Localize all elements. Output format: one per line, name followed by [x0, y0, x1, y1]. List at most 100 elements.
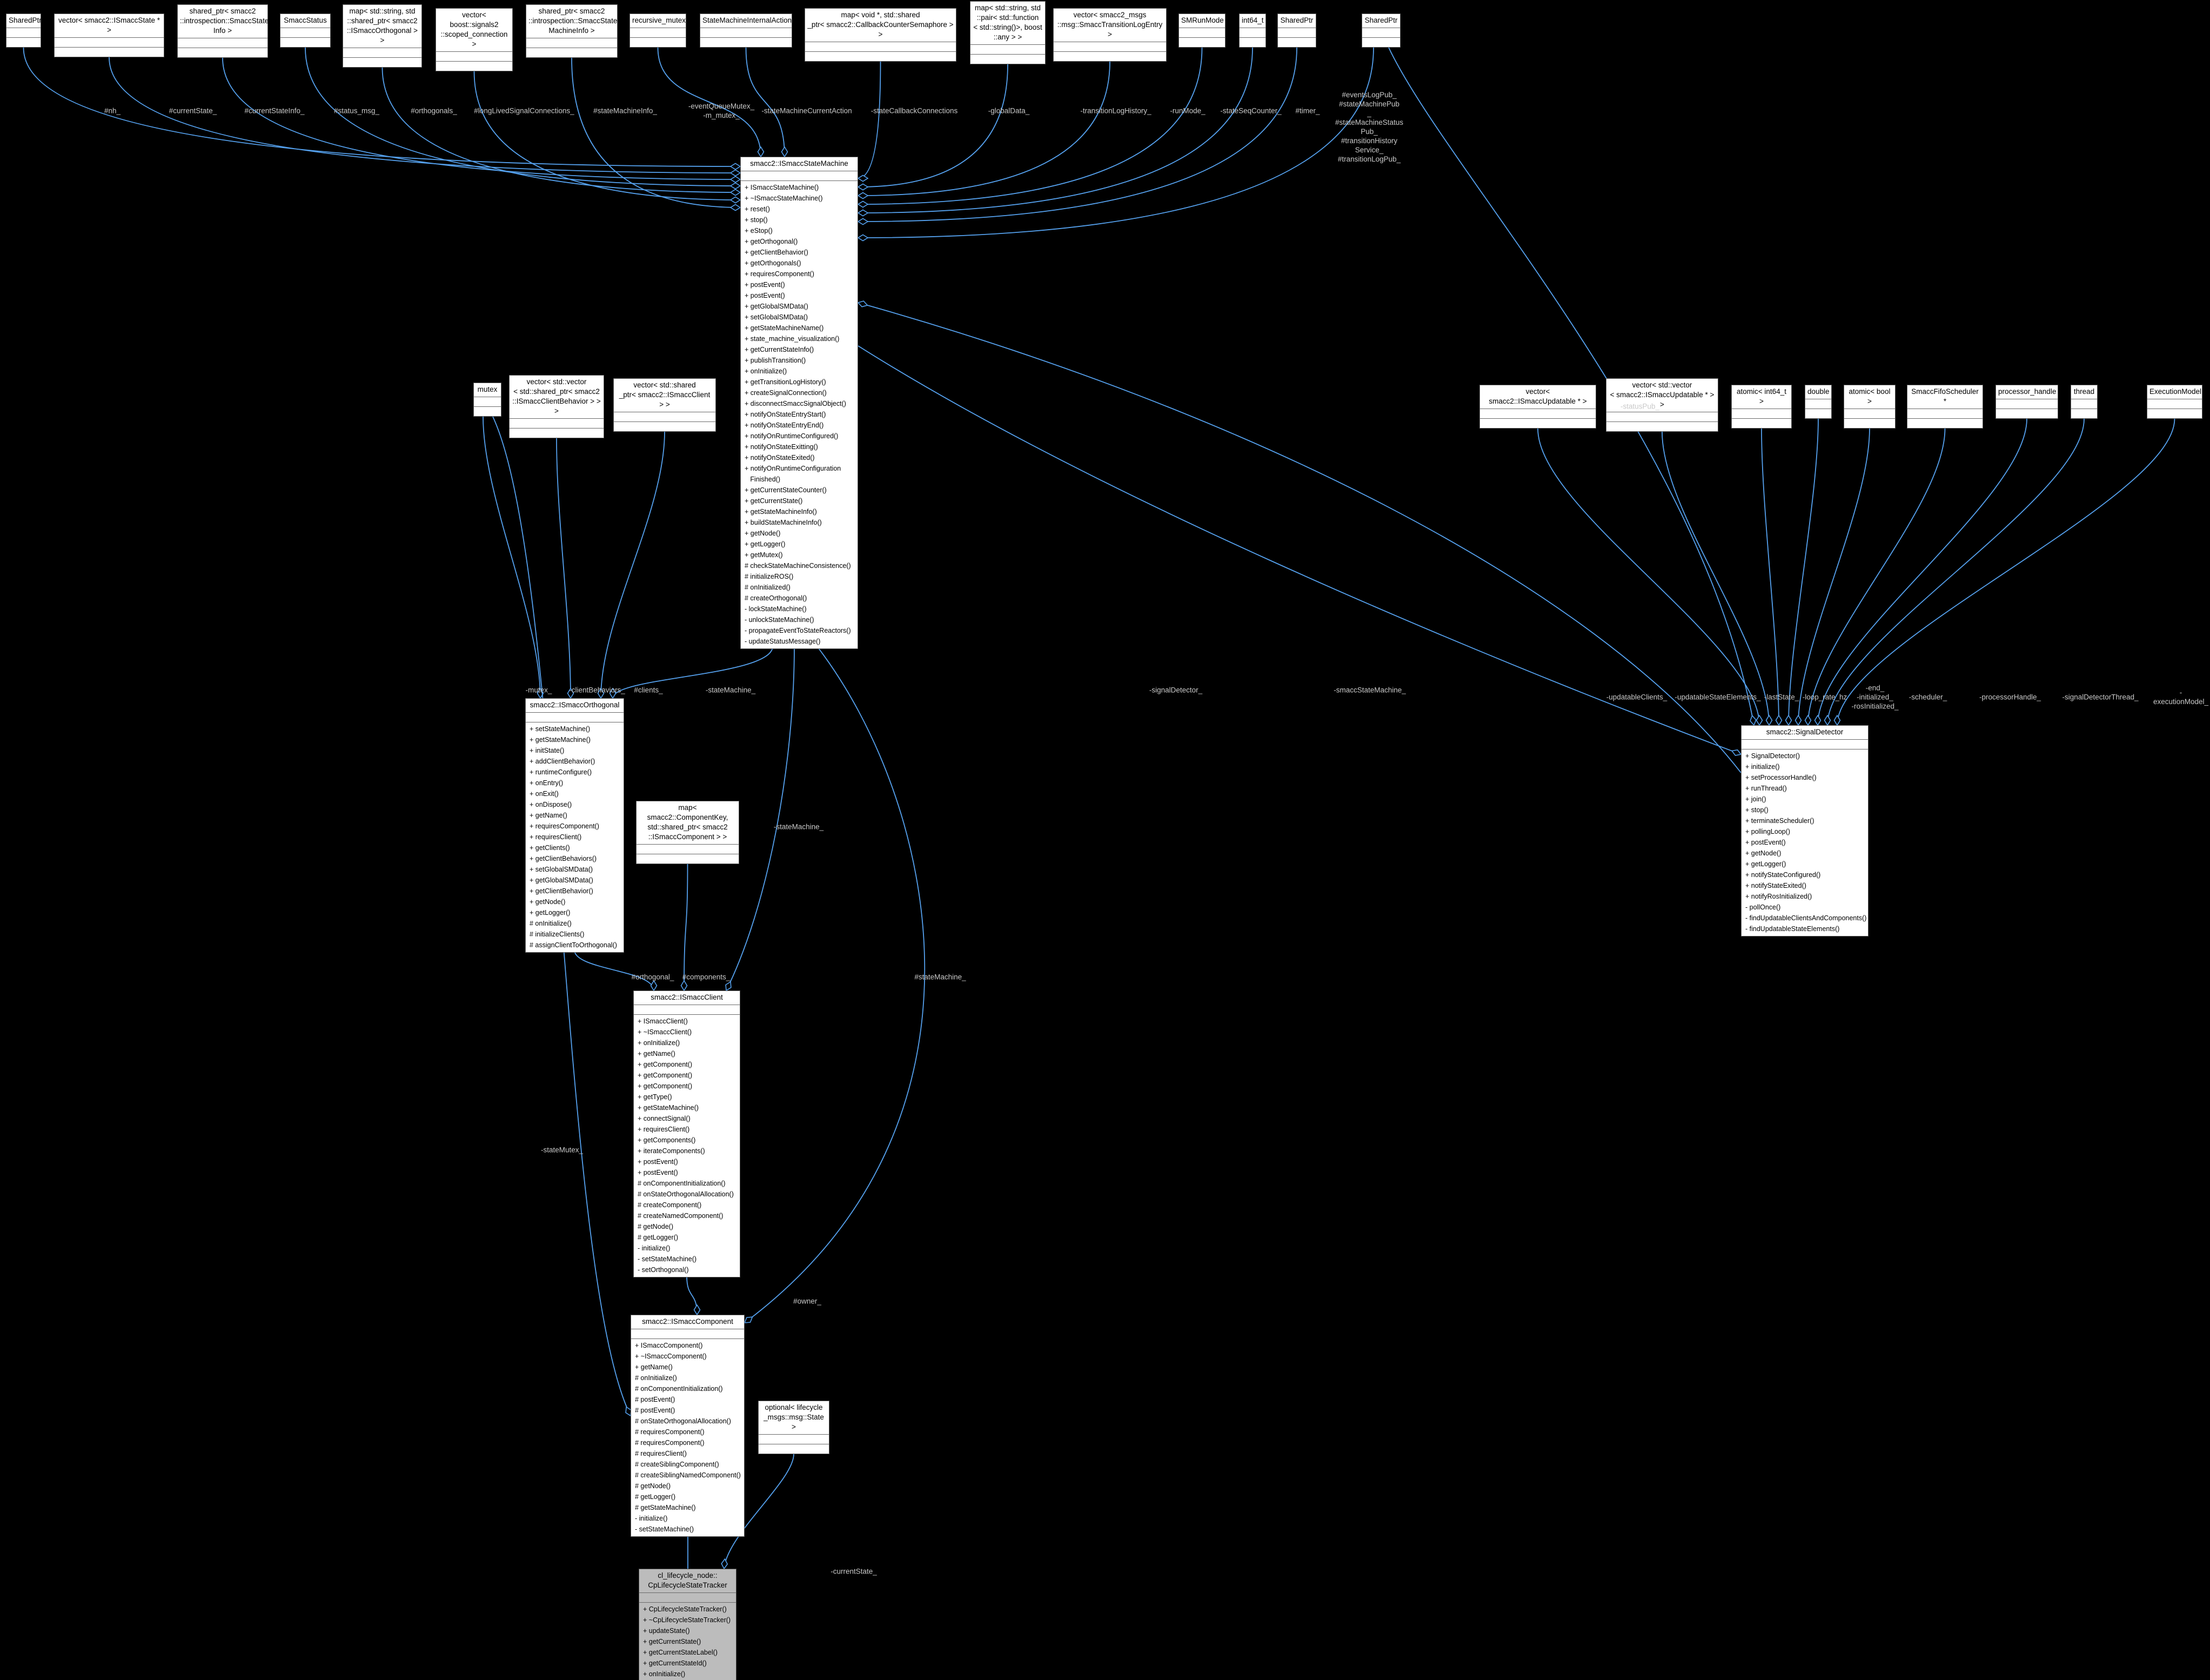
method-line: + getOrthogonals()	[745, 259, 801, 267]
type-node-t-semaphore[interactable]: map< void *, std::shared _ptr< smacc2::C…	[805, 8, 956, 62]
type-node-t-looprate[interactable]: double	[1805, 385, 1832, 419]
type-node-t-runmode[interactable]: SMRunMode	[1178, 14, 1225, 48]
method-line: + requiresComponent()	[745, 270, 814, 278]
type-node-t-translog[interactable]: vector< smacc2_msgs ::msg::SmaccTransiti…	[1053, 8, 1167, 62]
type-node-t-stateinfo[interactable]: shared_ptr< smacc2 ::introspection::Smac…	[177, 4, 269, 58]
type-node-t-currentstate[interactable]: vector< smacc2::ISmaccState * >	[54, 14, 164, 57]
empty-section	[2147, 409, 2202, 418]
type-node-t-timer[interactable]: SharedPtr	[1277, 14, 1316, 48]
node-title: smacc2::ISmaccOrthogonal	[530, 701, 620, 709]
type-node-t-atomicbool[interactable]: atomic< bool >	[1844, 385, 1896, 429]
type-node-t-globaldata[interactable]: map< std::string, std ::pair< std::funct…	[970, 1, 1046, 64]
relation-edge	[571, 57, 741, 208]
empty-section	[700, 37, 792, 47]
aggregation-diamond	[1765, 714, 1773, 726]
class-node-component[interactable]: smacc2::ISmaccComponent+ ISmaccComponent…	[631, 1315, 745, 1537]
aggregation-diamond	[857, 183, 869, 191]
edge-label: -stateMachine_	[773, 822, 824, 831]
class-node-client[interactable]: smacc2::ISmaccClient+ ISmaccClient()+ ~I…	[633, 990, 740, 1277]
edge-label: -processorHandle_	[1979, 693, 2041, 701]
type-node-t-nh[interactable]: SharedPtr	[6, 14, 42, 48]
aggregation-diamond	[857, 234, 869, 242]
relation-edge	[858, 345, 1742, 755]
empty-section	[1907, 418, 1983, 428]
type-node-t-recmutex[interactable]: recursive_mutex	[629, 14, 686, 48]
edge-label: #owner_	[793, 1297, 821, 1306]
relation-edge	[473, 71, 741, 200]
type-node-t-pub[interactable]: SharedPtr	[1362, 14, 1401, 48]
class-node-sigdet[interactable]: smacc2::SignalDetector+ SignalDetector()…	[1741, 725, 1869, 936]
method-line: # initializeClients()	[530, 931, 585, 938]
type-node-t-smia[interactable]: StateMachineInternalAction	[700, 14, 792, 48]
empty-section	[1732, 409, 1791, 418]
method-line: + requiresClient()	[638, 1126, 690, 1133]
method-line: + ~ISmaccStateMachine()	[745, 195, 823, 202]
type-node-t-orthomap[interactable]: map< std::string, std ::shared_ptr< smac…	[343, 4, 422, 68]
type-node-t-thread[interactable]: thread	[2071, 385, 2098, 419]
method-line: # createNamedComponent()	[638, 1212, 724, 1220]
relation-edge	[1817, 418, 2027, 726]
method-line: + ISmaccStateMachine()	[745, 184, 819, 191]
type-node-t-smi[interactable]: shared_ptr< smacc2 ::introspection::Smac…	[526, 4, 618, 58]
method-line: + getStateMachineName()	[745, 324, 824, 332]
node-title: smacc2::ISmaccComponent	[642, 1317, 733, 1326]
type-node-t-updelems[interactable]: vector< std::vector < smacc2::ISmaccUpda…	[1606, 378, 1718, 432]
method-line: - lockStateMachine()	[745, 605, 807, 613]
type-node-t-behaviors[interactable]: vector< std::vector < std::shared_ptr< s…	[509, 375, 604, 438]
method-line: # createSiblingComponent()	[635, 1461, 719, 1468]
type-node-t-mutex[interactable]: mutex	[473, 383, 501, 417]
type-node-compmap[interactable]: map< smacc2::ComponentKey, std::shared_p…	[636, 801, 739, 864]
type-node-t-updclients[interactable]: vector< smacc2::ISmaccUpdatable * >	[1479, 385, 1596, 429]
node-title: atomic< bool >	[1849, 387, 1891, 405]
type-node-t-laststate[interactable]: atomic< int64_t >	[1731, 385, 1792, 429]
class-node-orthogonal[interactable]: smacc2::ISmaccOrthogonal+ setStateMachin…	[525, 698, 624, 953]
relation-edge	[305, 47, 741, 186]
method-line: + postEvent()	[638, 1169, 678, 1176]
type-node-t-scoped[interactable]: vector< boost::signals2 ::scoped_connect…	[436, 8, 513, 71]
aggregation-diamond	[857, 209, 869, 217]
method-line: + SignalDetector()	[1745, 752, 1800, 760]
empty-section	[510, 428, 604, 438]
method-line: + requiresComponent()	[530, 822, 599, 830]
method-line: + getMutex()	[745, 551, 783, 559]
method-line: + getGlobalSMData()	[530, 876, 593, 884]
relation-edge	[1827, 418, 2085, 726]
aggregation-diamond	[567, 687, 574, 699]
aggregation-diamond	[1824, 714, 1831, 726]
class-node-tracker[interactable]: cl_lifecycle_node:: CpLifecycleStateTrac…	[639, 1569, 736, 1680]
type-node-t-int64[interactable]: int64_t	[1239, 14, 1266, 48]
empty-section	[1844, 418, 1895, 428]
type-node-t-status[interactable]: SmaccStatus	[280, 14, 331, 48]
empty-section	[614, 412, 715, 421]
class-node-sm[interactable]: smacc2::ISmaccStateMachine+ ISmaccStateM…	[740, 157, 858, 649]
empty-section	[1278, 28, 1316, 37]
node-title: SMRunMode	[1181, 16, 1224, 24]
type-node-optstate[interactable]: optional< lifecycle _msgs::msg::State >	[758, 1401, 829, 1454]
attributes-section	[741, 171, 858, 180]
method-line: # postEvent()	[635, 1407, 675, 1414]
aggregation-diamond	[729, 163, 741, 170]
aggregation-diamond	[729, 204, 741, 211]
empty-section	[614, 421, 715, 431]
method-line: + getGlobalSMData()	[745, 303, 808, 310]
method-line: + getNode()	[745, 530, 781, 537]
node-title: vector< std::vector < smacc2::ISmaccUpda…	[1610, 381, 1715, 409]
empty-section	[55, 47, 164, 57]
type-node-t-scheduler[interactable]: SmaccFifoScheduler *	[1907, 385, 1983, 429]
method-line: + postEvent()	[638, 1158, 678, 1166]
method-line: + getOrthogonal()	[745, 238, 798, 245]
method-line: - unlockStateMachine()	[745, 616, 814, 624]
type-node-t-prochandle[interactable]: processor_handle	[1995, 385, 2058, 419]
aggregation-diamond	[729, 169, 741, 177]
type-node-t-execmodel[interactable]: ExecutionModel	[2147, 385, 2202, 419]
type-node-t-clients[interactable]: vector< std::shared _ptr< smacc2::ISmacc…	[613, 378, 716, 432]
method-line: + getLogger()	[530, 909, 571, 916]
empty-section	[1844, 409, 1895, 418]
relation-edge	[222, 57, 741, 180]
methods-section: + CpLifecycleStateTracker()+ ~CpLifecycl…	[639, 1602, 736, 1680]
node-title: SmaccFifoScheduler *	[1911, 387, 1979, 405]
edge-label: -statusPub_	[1620, 402, 1660, 411]
node-title: SharedPtr	[1280, 16, 1314, 24]
aggregation-diamond	[857, 218, 869, 225]
methods-section: + ISmaccStateMachine() + ~ISmaccStateMach…	[741, 180, 858, 648]
